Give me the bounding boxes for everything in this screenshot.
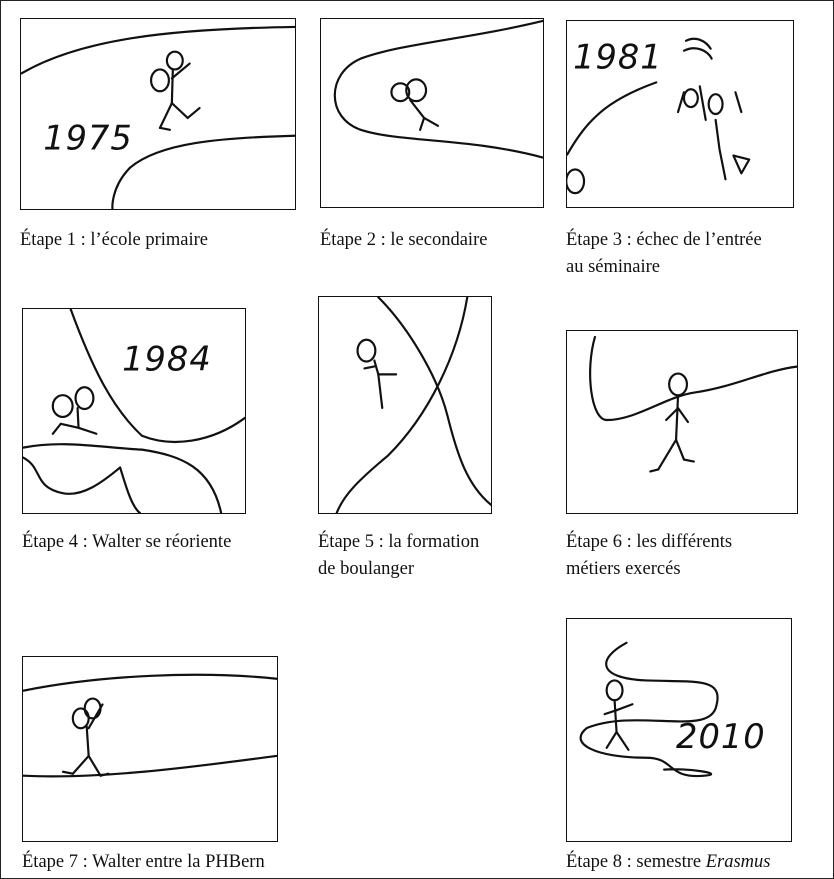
panel-6-drawing (566, 330, 798, 514)
panel-2-sketch (333, 19, 543, 159)
panel-1-year: 1975 (43, 119, 133, 158)
panel-5-sketch (335, 297, 491, 513)
panel-3-year: 1981 (573, 37, 663, 76)
caption-panel-6-line2: métiers exercés (566, 559, 681, 579)
panel-8-year: 2010 (676, 717, 766, 756)
caption-panel-3-line1: Étape 3 : échec de l’entrée (566, 230, 762, 250)
caption-panel-8-italic: Erasmus (705, 852, 771, 872)
caption-panel-1: Étape 1 : l’école primaire (20, 230, 208, 250)
panel-4-drawing: 1984 (22, 308, 246, 514)
panel-1-drawing: 1975 (20, 18, 296, 210)
caption-panel-3-line2: au séminaire (566, 257, 660, 277)
panel-4-year: 1984 (122, 339, 212, 378)
panel-2-drawing (320, 18, 544, 208)
caption-panel-8: Étape 8 : semestre Erasmus (566, 848, 771, 876)
caption-panel-6-line1: Étape 6 : les différents (566, 532, 733, 552)
panel-7-drawing (22, 656, 278, 842)
caption-panel-5-line2: de boulanger (318, 559, 415, 579)
panel-3-drawing: 1981 (566, 20, 794, 208)
panel-1-sketch: 1975 (21, 25, 295, 209)
panel-8-drawing: 2010 (566, 618, 792, 842)
caption-panel-2: Étape 2 : le secondaire (320, 230, 488, 250)
caption-panel-8-prefix: Étape 8 : semestre (566, 852, 706, 872)
caption-panel-5-line1: Étape 5 : la formation (318, 532, 480, 552)
panel-8-sketch: 2010 (579, 641, 766, 778)
panel-5-drawing (318, 296, 492, 514)
caption-panel-4: Étape 4 : Walter se réoriente (22, 532, 232, 552)
panel-7-sketch (23, 673, 277, 778)
panel-3-sketch: 1981 (567, 37, 751, 195)
panel-6-sketch (589, 335, 797, 473)
caption-panel-7: Étape 7 : Walter entre la PHBern (22, 852, 265, 872)
panel-4-sketch: 1984 (23, 309, 245, 513)
